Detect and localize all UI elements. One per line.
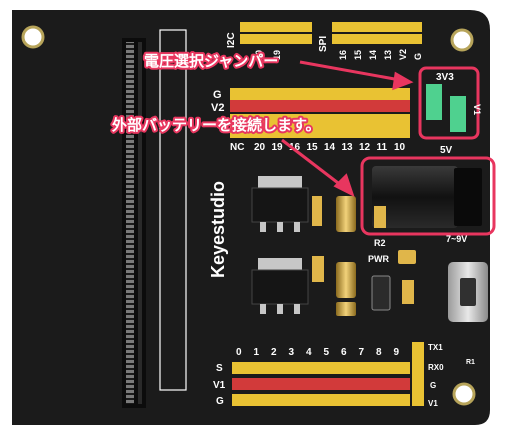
callout-battery: 外部バッテリーを接続します。	[111, 116, 321, 134]
bottom-pin-number: 2	[271, 347, 277, 358]
nc-row-labels: NC 20 19 16 15 14 13 12 11 10	[230, 142, 406, 153]
jumper-cap-right	[450, 96, 466, 132]
nc-row-pin: 12	[359, 142, 371, 153]
nc-row-pin: 16	[289, 142, 301, 153]
bottom-row-label-s: S	[216, 363, 223, 374]
jumper-v1-label: V1	[472, 104, 482, 115]
pwr-led	[398, 250, 416, 264]
jumper-cap-left	[426, 84, 442, 120]
voltage-regulator-2	[251, 258, 309, 314]
mounting-holes	[21, 25, 476, 406]
top-pin-label: V2	[398, 49, 408, 60]
power-jack-highlight-box	[360, 156, 496, 236]
g-v2-headers	[230, 88, 410, 138]
brand-logo: Keyestudio	[208, 181, 228, 278]
nc-row-pin: 13	[342, 142, 354, 153]
uart-g: G	[430, 381, 436, 390]
top-pin-label: 19	[272, 50, 282, 60]
uart-tx1: TX1	[428, 343, 443, 352]
top-header-spi	[332, 22, 422, 44]
bottom-pin-number: 4	[306, 347, 312, 358]
top-pin-label: 13	[383, 50, 393, 60]
edge-connector	[122, 38, 146, 408]
bottom-row-label-v1: V1	[213, 380, 226, 391]
uart-v1: V1	[428, 399, 438, 408]
top-pin-label: 20	[254, 50, 264, 60]
nc-row-pin: NC	[230, 142, 244, 153]
nc-row-pin: 19	[272, 142, 284, 153]
bottom-pin-number: 3	[289, 347, 295, 358]
uart-header	[412, 342, 424, 406]
top-pin-label: G	[413, 53, 423, 60]
jumper-3v3-label: 3V3	[436, 72, 454, 83]
power-jack-label: 7~9V	[446, 234, 467, 244]
bottom-pin-number: 1	[254, 347, 260, 358]
top-pin-label: 14	[368, 50, 378, 60]
bottom-pin-number: 0	[236, 347, 242, 358]
r2-label: R2	[374, 238, 386, 248]
top-pin-label: 15	[353, 50, 363, 60]
nc-row-pin: 11	[377, 142, 388, 153]
nc-row-pin: 14	[324, 142, 336, 153]
power-jack	[372, 166, 458, 228]
jumper-highlight-box	[418, 66, 480, 140]
arrows	[281, 60, 414, 197]
bottom-pin-number: 9	[394, 347, 400, 358]
nc-row-pin: 10	[394, 142, 406, 153]
row-label-g: G	[213, 89, 222, 101]
silkscreen-outline	[159, 29, 187, 391]
voltage-regulator-1	[251, 176, 309, 232]
uart-rx0: RX0	[428, 363, 444, 372]
callout-jumper: 電圧選択ジャンパー	[144, 52, 278, 70]
top-header-i2c	[240, 22, 312, 44]
bottom-pin-number: 5	[324, 347, 330, 358]
bottom-headers	[232, 362, 410, 406]
bottom-pin-number: 6	[341, 347, 347, 358]
bottom-pin-number: 8	[376, 347, 382, 358]
row-label-v2: V2	[211, 102, 224, 114]
capacitors	[312, 196, 414, 316]
spi-label: SPI	[318, 36, 329, 52]
bottom-pin-number: 7	[359, 347, 365, 358]
top-pin-label: 16	[338, 50, 348, 60]
bottom-row-label-g: G	[216, 396, 224, 407]
r1-label: R1	[466, 359, 475, 366]
i2c-label: I2C	[226, 32, 237, 48]
pwr-label: PWR	[368, 254, 389, 264]
nc-row-pin: 15	[307, 142, 319, 153]
jumper-5v-label: 5V	[440, 145, 453, 156]
nc-row-pin: 20	[254, 142, 266, 153]
